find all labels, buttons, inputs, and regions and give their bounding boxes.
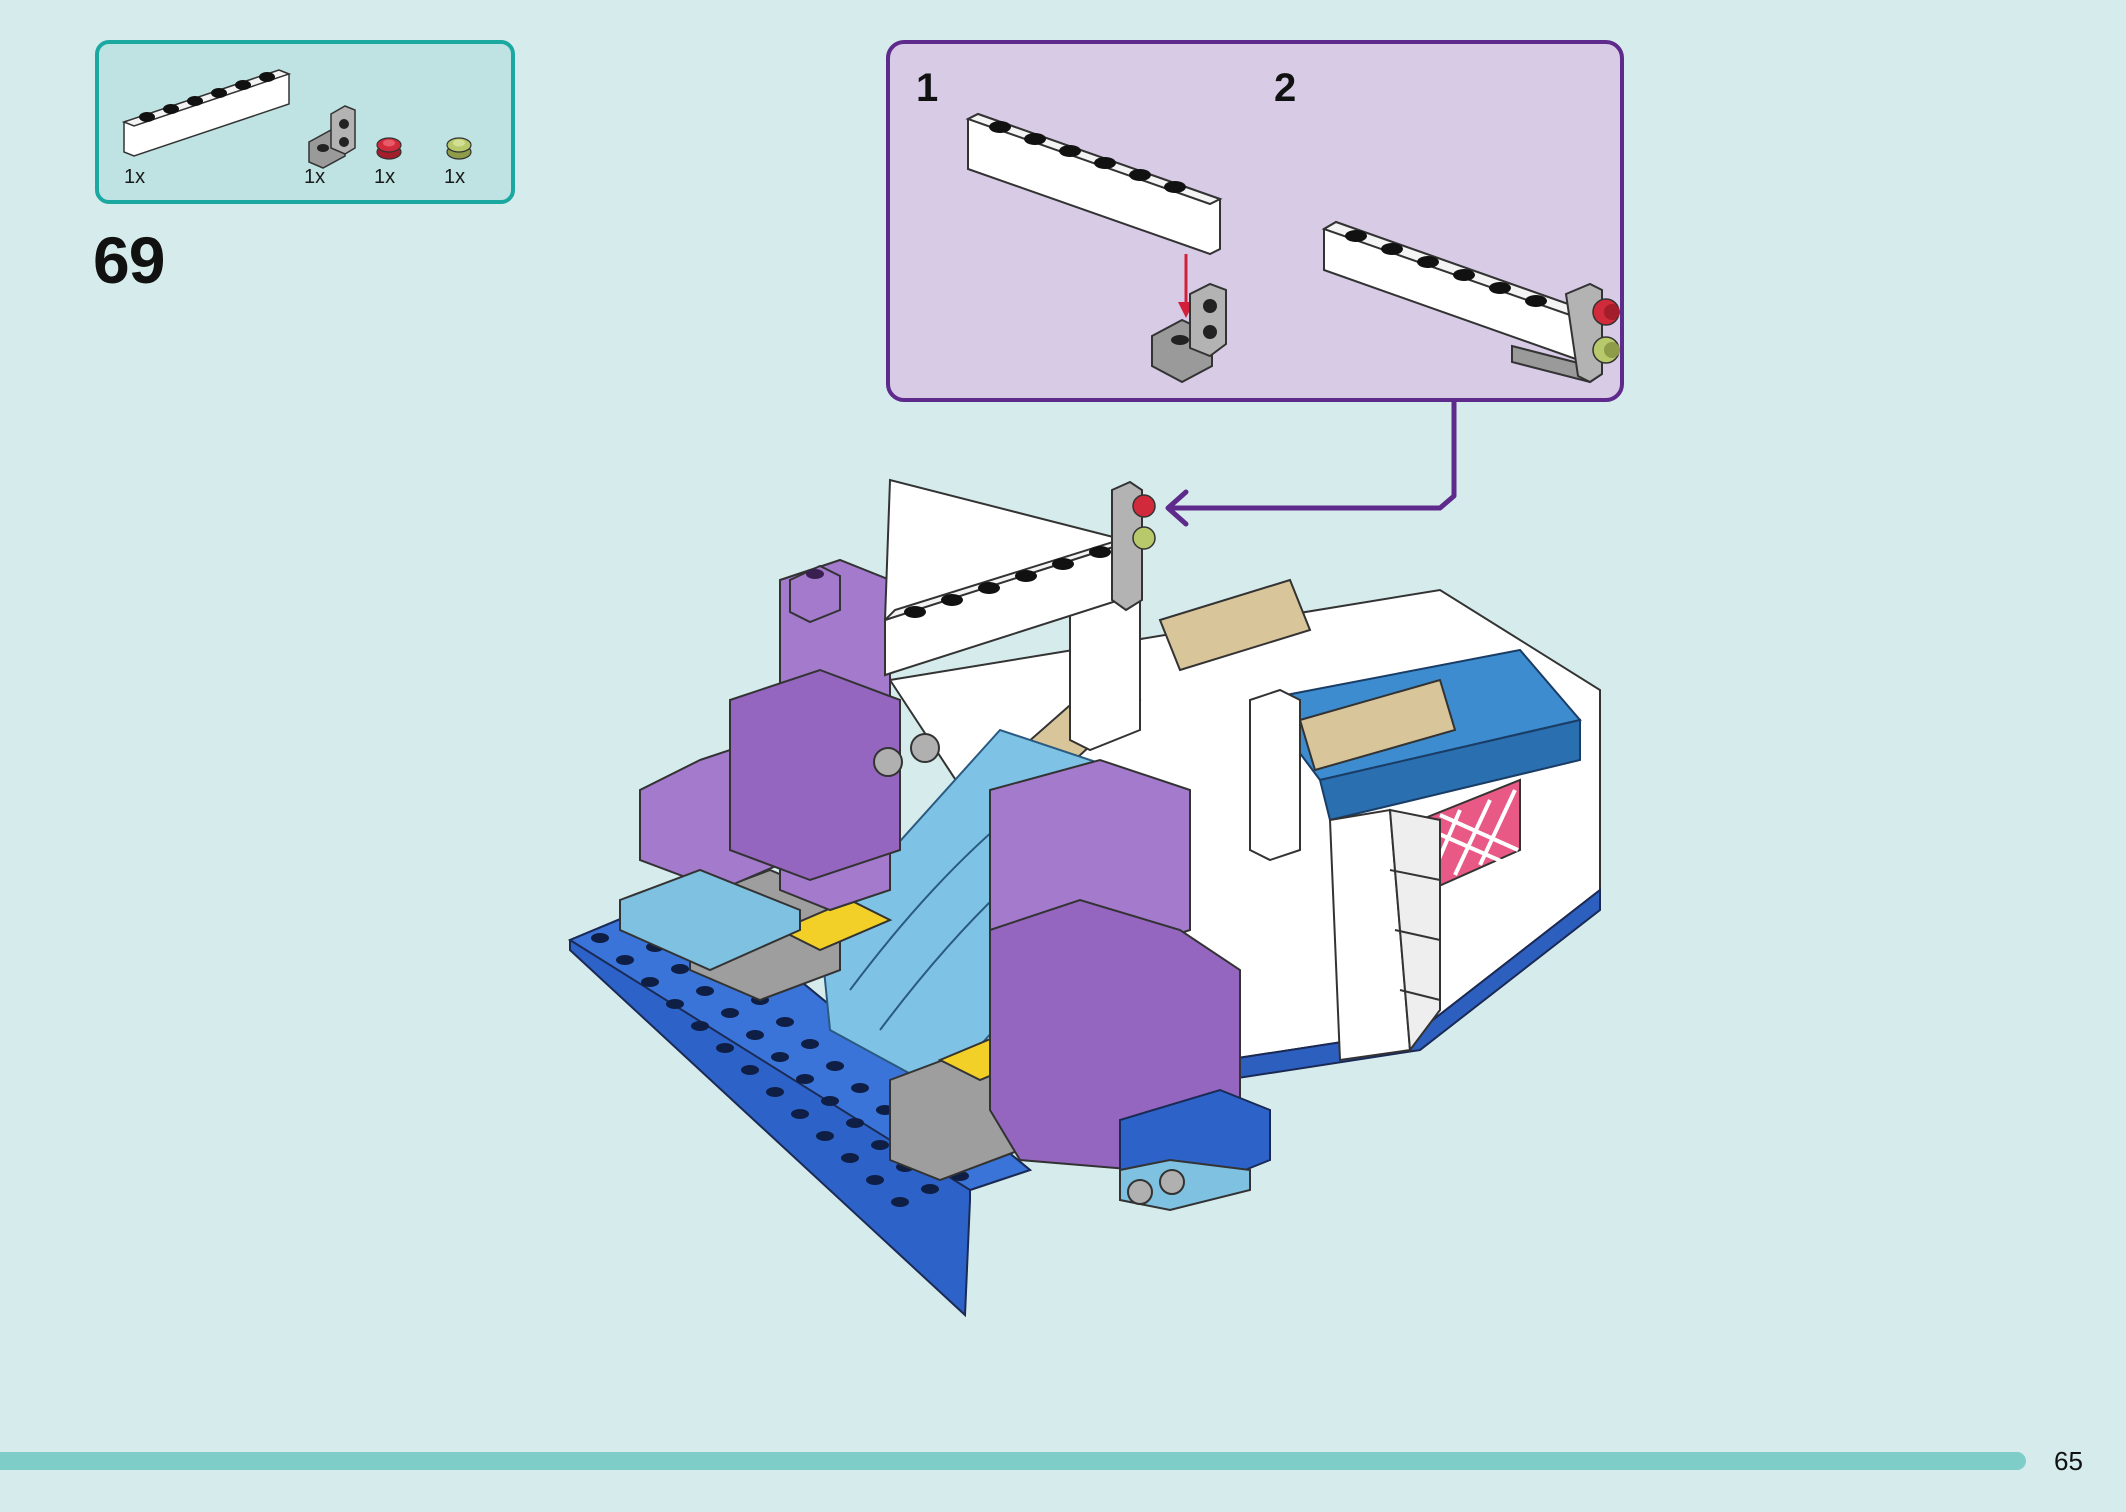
substep-illustration [965,112,1620,384]
footer-progress-bar [0,1452,2026,1470]
white-brick-1x6-icon [121,69,292,157]
model-illustration [567,478,1601,1318]
light-bar-top [884,478,1156,677]
parts-illustration [121,69,472,169]
white-ladder [1328,808,1441,1062]
white-brick-1x6-icon [965,112,1223,256]
gray-bracket-icon [308,105,356,169]
part-qty: 1x [304,166,326,188]
part-qty: 1x [124,166,146,188]
part-qty: 1x [444,166,466,188]
purple-tower-left [619,558,940,972]
part-qty: 1x [374,166,396,188]
white-post [1069,568,1301,862]
parts-list-box: 1x 1x 1x 1x [95,40,515,204]
assembled-light-bar-icon [1321,220,1620,384]
gray-bracket-icon [1151,282,1227,384]
page-number: 65 [2054,1446,2083,1476]
substep-label: 2 [1274,66,1297,110]
purple-tower-right [989,758,1271,1212]
step-number: 69 [93,223,165,297]
purple-stud-top [789,564,841,624]
red-round-plate-icon [376,137,402,160]
lime-round-plate-icon [446,137,472,160]
subassembly-callout: 1 2 [886,40,1624,402]
substep-label: 1 [916,66,939,110]
